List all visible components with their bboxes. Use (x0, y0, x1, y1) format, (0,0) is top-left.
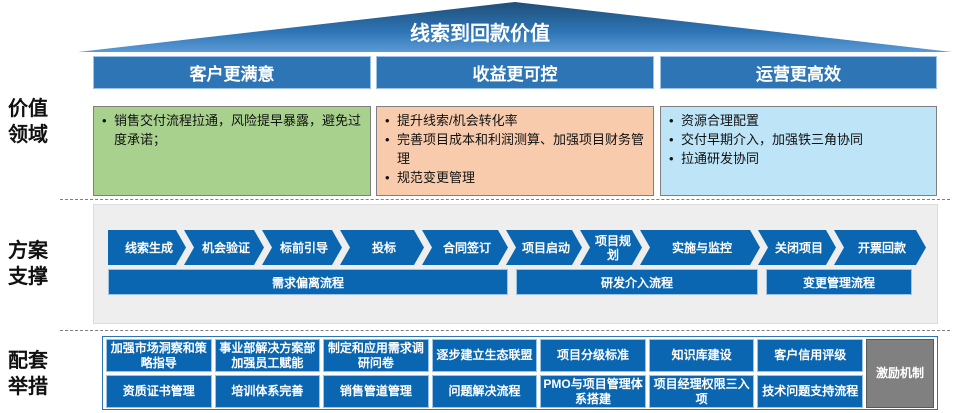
process-step: 项目启动 (506, 230, 582, 265)
domain-header-customer: 客户更满意 (93, 56, 371, 89)
measure-item: 客户信用评级 (757, 339, 863, 372)
measure-item: 资质证书管理 (106, 375, 212, 408)
process-step: 合同签订 (422, 230, 508, 265)
list-item: 规范变更管理 (385, 168, 645, 187)
process-step: 开票回款 (834, 230, 926, 265)
process-step: 机会验证 (184, 230, 264, 265)
side-label-measures: 配套举措 (8, 348, 48, 400)
measures-grid: 加强市场洞察和策略指导 事业部解决方案部加强员工赋能 制定和应用需求调研问卷 逐… (106, 339, 934, 408)
side-label-value: 价值领域 (8, 96, 48, 148)
measure-item: 项目经理权限三入项 (648, 375, 755, 408)
measure-item: 项目分级标准 (540, 339, 646, 372)
process-step: 线索生成 (108, 230, 186, 265)
label-line: 价值 (8, 98, 48, 120)
flow-bar: 变更管理流程 (766, 269, 912, 295)
list-item: 提升线索/机会转化率 (385, 111, 645, 130)
measure-item: 知识库建设 (648, 339, 755, 372)
label-line: 配套 (8, 350, 48, 372)
measure-item: 问题解决流程 (431, 375, 538, 408)
label-line: 支撑 (8, 266, 48, 288)
domain-box-operation: 资源合理配置交付早期介入，加强铁三角协同拉通研发协同 (660, 106, 937, 196)
measure-item: 销售管道管理 (323, 375, 429, 408)
flow-bar: 需求偏离流程 (108, 269, 508, 295)
list-item: 拉通研发协同 (669, 149, 928, 168)
divider (60, 199, 950, 200)
list-item: 交付早期介入，加强铁三角协同 (669, 130, 928, 149)
list-item: 完善项目成本和利润测算、加强项目财务管理 (385, 130, 645, 168)
measures-panel (102, 336, 938, 410)
flow-bar: 研发介入流程 (516, 269, 758, 295)
process-step: 标前引导 (262, 230, 342, 265)
label-line: 领域 (8, 124, 48, 146)
measure-item: 制定和应用需求调研问卷 (323, 339, 429, 372)
incentive-mechanism: 激励机制 (865, 339, 934, 408)
process-step: 关闭项目 (758, 230, 836, 265)
domain-box-customer: 销售交付流程拉通，风险提早暴露，避免过度承诺； (93, 106, 371, 196)
measure-item: PMO与项目管理体系搭建 (540, 375, 646, 408)
list-item: 资源合理配置 (669, 111, 928, 130)
process-step: 项目规划 (580, 230, 642, 265)
label-line: 举措 (8, 376, 48, 398)
divider (60, 330, 950, 331)
list-item: 销售交付流程拉通，风险提早暴露，避免过度承诺； (102, 111, 362, 149)
side-label-solution: 方案支撑 (8, 238, 48, 290)
process-step: 实施与监控 (640, 230, 760, 265)
measure-item: 培训体系完善 (214, 375, 321, 408)
domain-box-revenue: 提升线索/机会转化率完善项目成本和利润测算、加强项目财务管理规范变更管理 (376, 106, 654, 196)
measure-item: 加强市场洞察和策略指导 (106, 339, 212, 372)
domain-header-revenue: 收益更可控 (376, 56, 654, 89)
measure-item: 技术问题支持流程 (757, 375, 863, 408)
measure-item: 事业部解决方案部加强员工赋能 (214, 339, 321, 372)
measure-item: 逐步建立生态联盟 (431, 339, 538, 372)
page-title: 线索到回款价值 (410, 23, 550, 45)
label-line: 方案 (8, 240, 48, 262)
domain-header-operation: 运营更高效 (660, 56, 937, 89)
process-step: 投标 (340, 230, 424, 265)
